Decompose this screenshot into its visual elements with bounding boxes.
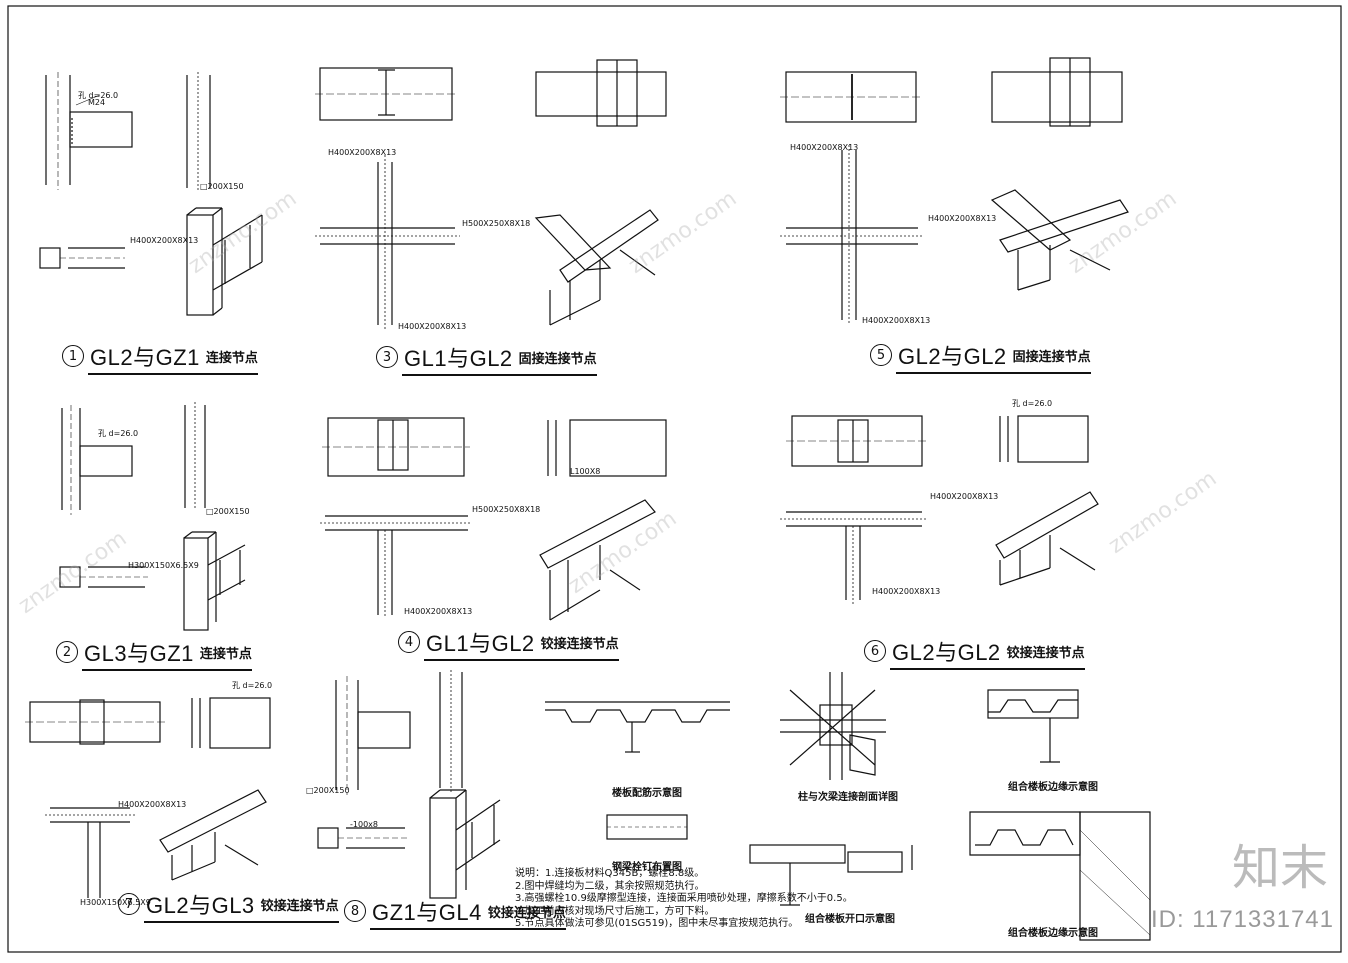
general-notes: 说明：1.连接板材料Q345B，螺栓8.8级。 2.图中焊缝均为二级，其余按照规… bbox=[515, 868, 853, 931]
dim-text: 孔 d=26.0 bbox=[1012, 399, 1053, 408]
detail-number: 3 bbox=[376, 346, 398, 368]
detail-code: GL1与GL2 bbox=[426, 631, 535, 656]
note-line: 4.加工前应核对现场尺寸后施工，方可下料。 bbox=[515, 905, 715, 917]
brand-logo: 知末 bbox=[1231, 840, 1328, 896]
detail-4-drawing bbox=[320, 417, 667, 621]
detail-label-4: 4 GL1与GL2 铰接连接节点 bbox=[398, 626, 619, 661]
sub-title: 钢梁栓钉布置图 bbox=[612, 862, 682, 873]
detail-code: GL2与GL2 bbox=[898, 344, 1007, 369]
detail-number: 7 bbox=[118, 893, 140, 915]
detail-desc: 固接连接节点 bbox=[1012, 349, 1091, 365]
dim-text: H400X200X8X13 bbox=[928, 214, 997, 223]
dim-text: H400X200X8X13 bbox=[930, 492, 999, 501]
dim-text: H400X200X8X13 bbox=[130, 236, 199, 245]
dim-text: 孔 d=26.0 bbox=[232, 681, 273, 690]
detail-code: GL2与GZ1 bbox=[90, 345, 200, 370]
detail-code: GL2与GL3 bbox=[146, 893, 255, 918]
detail-desc: 铰接连接节点 bbox=[260, 898, 339, 914]
dim-text: H500X250X8X18 bbox=[462, 219, 531, 228]
dim-text: H400X200X8X13 bbox=[404, 607, 473, 616]
note-line: 3.高强螺栓10.9级摩擦型连接，连接面采用喷砂处理，摩擦系数不小于0.5。 bbox=[515, 893, 853, 904]
detail-desc: 固接连接节点 bbox=[518, 351, 597, 367]
detail-code: GL1与GL2 bbox=[404, 346, 513, 371]
detail-6-drawing bbox=[780, 415, 1099, 604]
dim-text: -100x8 bbox=[350, 820, 378, 829]
dim-text: H500X250X8X18 bbox=[472, 505, 541, 514]
sub-title: 组合楼板边缘示意图 bbox=[1008, 928, 1098, 939]
detail-number: 6 bbox=[864, 640, 886, 662]
dim-text: □200X150 bbox=[200, 182, 244, 191]
opening-detail-drawing bbox=[749, 844, 913, 906]
detail-desc: 铰接连接节点 bbox=[1006, 645, 1085, 661]
detail-label-5: 5 GL2与GL2 固接连接节点 bbox=[870, 339, 1091, 374]
sub-title: 楼板配筋示意图 bbox=[612, 788, 682, 799]
dim-text: H400X200X8X13 bbox=[872, 587, 941, 596]
detail-label-1: 1 GL2与GZ1 连接节点 bbox=[62, 340, 258, 375]
note-line: 2.图中焊缝均为二级，其余按照规范执行。 bbox=[515, 880, 705, 892]
dim-text: H400X200X8X13 bbox=[790, 143, 859, 152]
dim-text: 孔 d=26.0 bbox=[98, 429, 139, 438]
sub-title: 柱与次梁连接剖面详图 bbox=[798, 792, 898, 803]
detail-code: GL3与GZ1 bbox=[84, 641, 194, 666]
dim-text: □200X150 bbox=[306, 786, 350, 795]
detail-code: GL2与GL2 bbox=[892, 640, 1001, 665]
dim-text: M24 bbox=[88, 98, 106, 107]
dim-text: 孔 d=26.0 bbox=[78, 91, 119, 100]
detail-number: 4 bbox=[398, 631, 420, 653]
detail-label-3: 3 GL1与GL2 固接连接节点 bbox=[376, 341, 597, 376]
detail-1-drawing bbox=[39, 72, 263, 316]
id-text: ID: 1171331741 bbox=[1150, 906, 1334, 933]
detail-desc: 连接节点 bbox=[199, 646, 252, 662]
detail-code: GZ1与GL4 bbox=[372, 900, 482, 925]
detail-number: 1 bbox=[62, 345, 84, 367]
column-section-drawing bbox=[780, 672, 886, 780]
detail-5-drawing bbox=[780, 57, 1129, 325]
detail-number: 5 bbox=[870, 344, 892, 366]
detail-label-7: 7 GL2与GL3 铰接连接节点 bbox=[118, 888, 339, 923]
edge-detail-drawing bbox=[969, 689, 1151, 941]
detail-label-8: 8 GZ1与GL4 铰接连接节点 bbox=[344, 895, 566, 930]
dim-text: H400X200X8X13 bbox=[862, 316, 931, 325]
sheet-border bbox=[7, 5, 1342, 953]
detail-number: 2 bbox=[56, 641, 78, 663]
detail-8-drawing bbox=[317, 670, 501, 899]
detail-label-2: 2 GL3与GZ1 连接节点 bbox=[56, 636, 252, 671]
note-line: 5.节点具体做法可参见(01SG519)，图中未尽事宜按规范执行。 bbox=[515, 918, 799, 929]
detail-2-drawing bbox=[59, 402, 246, 631]
sub-title: 组合楼板边缘示意图 bbox=[1008, 782, 1098, 793]
detail-7-drawing bbox=[25, 697, 271, 898]
dim-text: H400X200X8X13 bbox=[328, 148, 397, 157]
dim-text: H300X150X6.5X9 bbox=[128, 561, 199, 570]
dim-text: H300X150X6.5X9 bbox=[80, 898, 151, 907]
detail-desc: 铰接连接节点 bbox=[540, 636, 619, 652]
sub-title: 组合楼板开口示意图 bbox=[805, 914, 895, 925]
detail-number: 8 bbox=[344, 900, 366, 922]
dim-text: H400X200X8X13 bbox=[398, 322, 467, 331]
detail-desc: 连接节点 bbox=[205, 350, 258, 366]
dim-text: L100X8 bbox=[570, 467, 601, 476]
detail-3-drawing bbox=[315, 59, 667, 330]
detail-desc: 铰接连接节点 bbox=[487, 905, 566, 921]
note-line: 说明：1.连接板材料Q345B，螺栓8.8级。 bbox=[515, 868, 705, 879]
detail-label-6: 6 GL2与GL2 铰接连接节点 bbox=[864, 635, 1085, 670]
dim-text: □200X150 bbox=[206, 507, 250, 516]
dim-text: H400X200X8X13 bbox=[118, 800, 187, 809]
deck-profile-drawing bbox=[545, 701, 730, 840]
